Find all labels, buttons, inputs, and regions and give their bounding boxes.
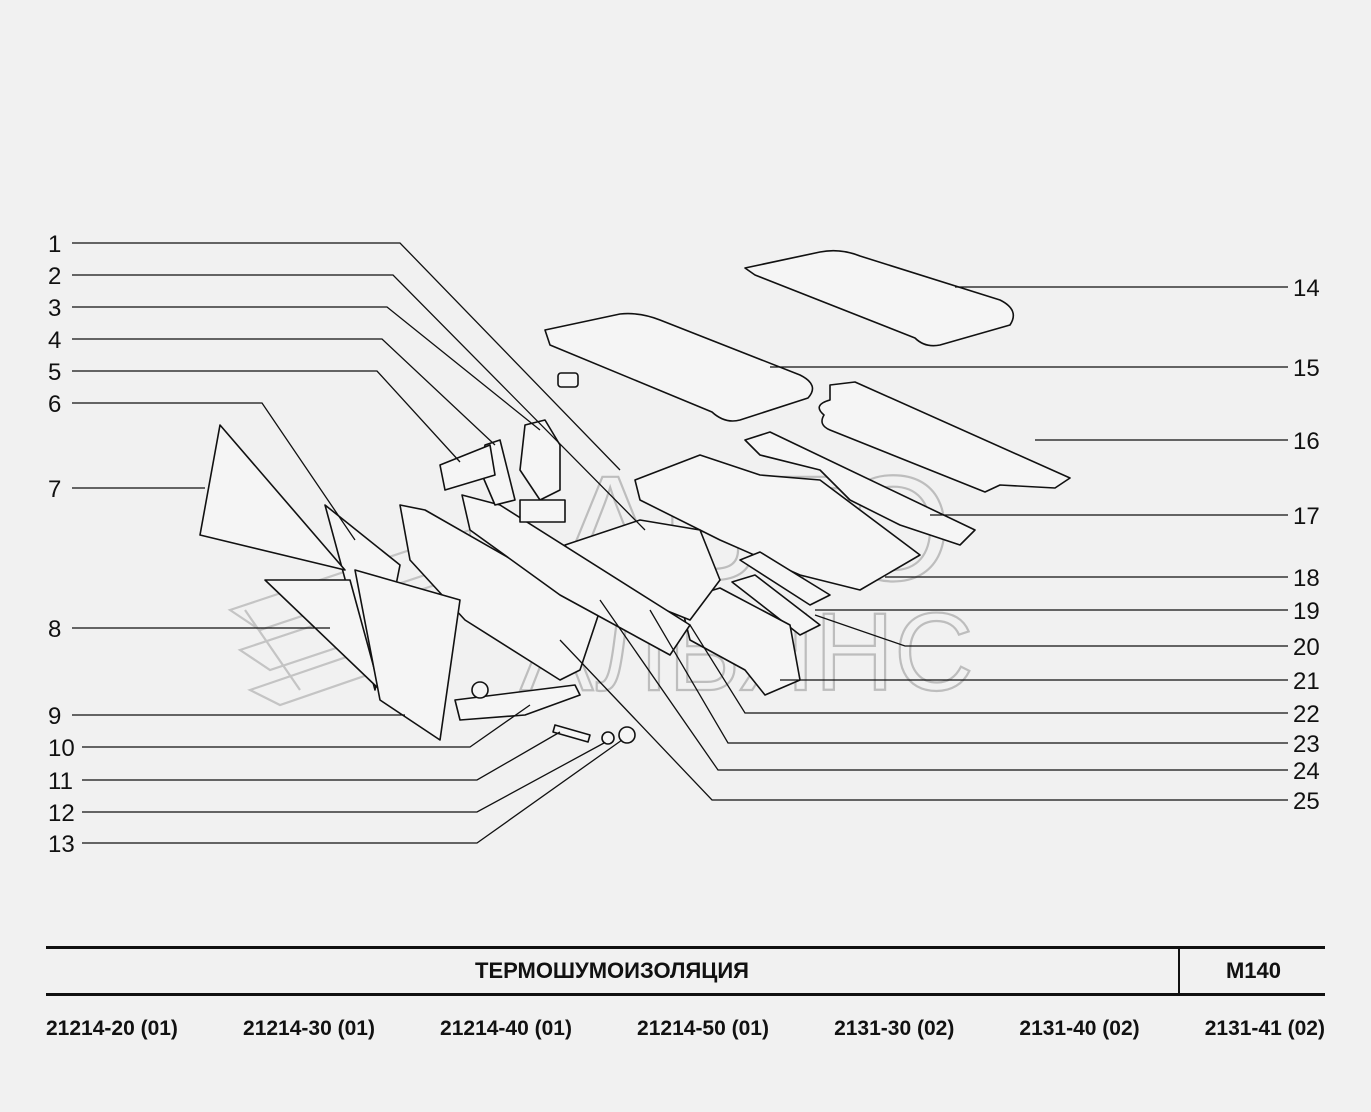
model-item: 21214-20 (01) [46,1017,178,1040]
model-item: 2131-40 (02) [1019,1017,1140,1040]
part-dash-insulator-1 [399,504,601,681]
part-21-panel [679,587,801,696]
callout-9: 9 [48,703,61,730]
leader-12 [82,742,605,813]
leader-23 [649,609,1288,744]
model-item: 2131-41 (02) [1204,1017,1325,1040]
part-5-bracket [439,444,496,491]
part-12-washer [601,731,615,745]
callout-4: 4 [48,327,61,354]
parts [199,249,1071,745]
title-bar: ТЕРМОШУМОИЗОЛЯЦИЯ М140 [46,946,1325,996]
part-19-strip [739,551,831,606]
leader-24 [599,599,1288,771]
leader-10 [82,704,531,748]
callout-23: 23 [1293,731,1320,758]
leader-6 [72,402,356,541]
callout-24: 24 [1293,758,1320,785]
diagram-title: ТЕРМОШУМОИЗОЛЯЦИЯ [475,958,749,983]
callout-21: 21 [1293,668,1320,695]
callout-25: 25 [1293,788,1320,815]
callout-3: 3 [48,295,61,322]
callout-12: 12 [48,800,75,827]
callout-10: 10 [48,735,75,762]
part-dash-insulator-2 [461,494,691,656]
callout-2: 2 [48,263,61,290]
callout-13: 13 [48,831,75,858]
part-7-side-panel [199,424,346,571]
callout-18: 18 [1293,565,1320,592]
leader-22 [689,624,1288,714]
callout-11: 11 [48,768,73,795]
part-9-panel [354,569,461,741]
callout-5: 5 [48,359,61,386]
part-8-panel [264,579,381,691]
model-list: 21214-20 (01) 21214-30 (01) 21214-40 (01… [46,1012,1325,1046]
diagram-code: М140 [1178,949,1327,993]
part-18-floor-mat [634,454,921,591]
part-14-shelf [744,249,1015,347]
model-item: 21214-40 (01) [440,1017,572,1040]
callout-19: 19 [1293,598,1320,625]
part-clip [557,372,579,388]
model-item: 21214-30 (01) [243,1017,375,1040]
part-20-strip [731,574,821,636]
callout-15: 15 [1293,355,1320,382]
part-10-plate [454,684,581,721]
part-16-panel [818,381,1071,493]
callout-22: 22 [1293,701,1320,728]
leader-2 [72,274,646,531]
callout-6: 6 [48,391,61,418]
callout-7: 7 [48,476,61,503]
part-15-panel [544,312,814,422]
callout-14: 14 [1293,275,1320,302]
callouts-left: 1 2 3 4 5 6 7 8 9 10 11 12 13 [48,231,75,858]
part-17-mat [744,431,976,546]
part-pad [519,499,566,523]
model-item: 21214-50 (01) [637,1017,769,1040]
callouts-right: 14 15 16 17 18 19 20 21 22 23 24 25 [1293,275,1320,815]
callout-8: 8 [48,616,61,643]
leader-lines [72,242,1288,844]
part-3-bracket [519,419,561,501]
callout-16: 16 [1293,428,1320,455]
model-item: 2131-30 (02) [834,1017,955,1040]
leader-20 [814,614,1288,647]
leader-4 [72,338,496,446]
part-13-nut [618,726,636,744]
callout-1: 1 [48,231,61,258]
callout-20: 20 [1293,634,1320,661]
leader-3 [72,306,541,431]
leader-5 [72,370,461,463]
leader-25 [559,639,1288,801]
part-10-hole [471,681,489,699]
part-11-screw [552,724,591,743]
leader-1 [72,242,621,471]
leader-13 [82,739,623,844]
leader-11 [82,731,561,781]
callout-17: 17 [1293,503,1320,530]
